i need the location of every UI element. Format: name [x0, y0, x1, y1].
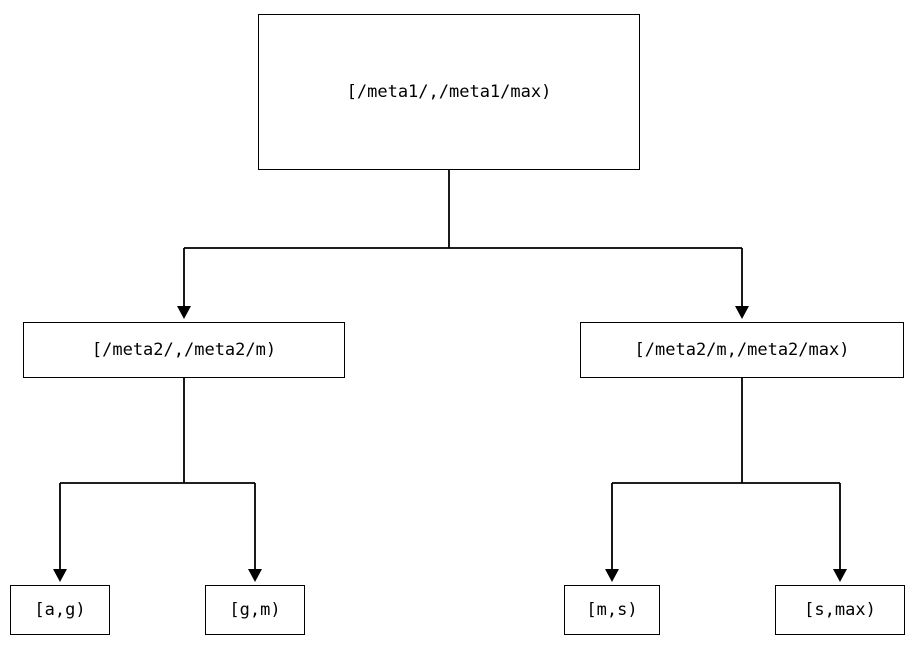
node-level2-left: [/meta2/,/meta2/m) [23, 322, 345, 378]
arrowhead-icon [53, 569, 67, 582]
arrowhead-icon [605, 569, 619, 582]
node-leaf-ag-label: [a,g) [34, 599, 86, 620]
node-level2-right: [/meta2/m,/meta2/max) [580, 322, 904, 378]
node-leaf-ag: [a,g) [10, 585, 110, 635]
arrowhead-icon [177, 306, 191, 319]
arrowhead-icon [833, 569, 847, 582]
arrowhead-icon [248, 569, 262, 582]
node-root-label: [/meta1/,/meta1/max) [346, 81, 552, 102]
node-leaf-ms: [m,s) [564, 585, 660, 635]
node-leaf-gm: [g,m) [205, 585, 305, 635]
node-leaf-smax: [s,max) [775, 585, 905, 635]
arrowhead-icon [735, 306, 749, 319]
node-root: [/meta1/,/meta1/max) [258, 14, 640, 170]
node-level2-left-label: [/meta2/,/meta2/m) [91, 339, 277, 360]
node-leaf-smax-label: [s,max) [804, 599, 876, 620]
node-leaf-gm-label: [g,m) [229, 599, 281, 620]
node-level2-right-label: [/meta2/m,/meta2/max) [634, 339, 850, 360]
node-leaf-ms-label: [m,s) [586, 599, 638, 620]
